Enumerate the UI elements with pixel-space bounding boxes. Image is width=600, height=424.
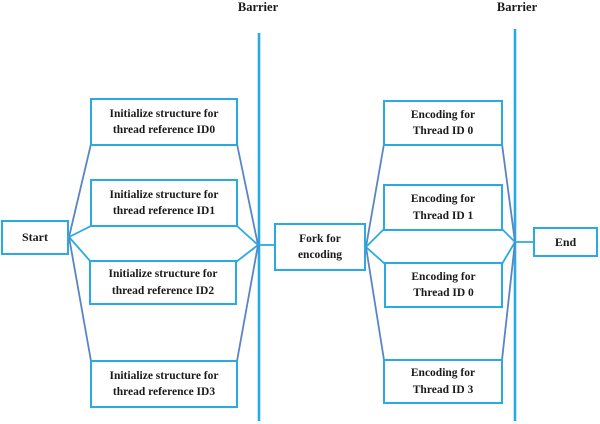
encoding-box-thread0-duplicate: Encoding for Thread ID 0 [384,262,503,308]
init-box-id1: Initialize structure for thread referenc… [90,179,238,227]
connector-init0-fork [236,143,259,246]
init-box-id2: Initialize structure for thread referenc… [89,260,237,305]
init-box-id1-line2: thread reference ID1 [112,205,216,217]
fork-node-line2: encoding [297,249,343,261]
end-node: End [533,227,598,257]
connector-fork-enc1 [365,228,385,248]
connector-enc1-end [501,228,516,243]
fork-node: Fork for encoding [274,223,366,271]
barrier-label-right: Barrier [496,0,538,14]
encoding-box-thread0-line2: Thread ID 0 [412,125,474,137]
connector-start-init1 [68,225,92,238]
connector-enc2-end [501,241,516,265]
encoding-box-thread0: Encoding for Thread ID 0 [383,100,503,146]
connector-fork-enc3 [365,246,385,361]
init-box-id2-line1: Initialize structure for [108,268,218,281]
encoding-box-thread0-duplicate-line2: Thread ID 0 [413,287,474,299]
connector-start-init3 [68,236,92,362]
init-box-id3-line2: thread reference ID3 [112,386,216,398]
start-node-label: Start [22,230,48,245]
start-node: Start [1,220,69,255]
connector-enc3-end [501,241,516,361]
connector-start-init0 [68,143,92,238]
init-box-id2-line2: thread reference ID2 [111,284,215,297]
init-box-id3: Initialize structure for thread referenc… [90,360,238,408]
connector-enc0-end [501,143,516,243]
encoding-box-thread1-line2: Thread ID 1 [412,209,474,222]
init-box-id0-line2: thread reference ID0 [112,124,216,136]
connector-init3-fork [236,244,259,362]
encoding-box-thread3-line1: Encoding for [410,367,476,380]
connector-fork-enc2 [365,246,386,265]
encoding-box-thread0-line1: Encoding for [410,108,476,121]
connector-start-init2 [68,236,92,263]
encoding-box-thread0-duplicate-line1: Encoding for [411,270,476,283]
connector-init1-fork [236,225,259,246]
connector-init2-fork [235,244,259,263]
init-box-id1-line1: Initialize structure for [109,188,219,201]
init-box-id3-line1: Initialize structure for [109,369,219,382]
encoding-box-thread1: Encoding for Thread ID 1 [383,184,503,231]
encoding-box-thread1-line1: Encoding for [410,193,476,206]
encoding-box-thread3-line2: Thread ID 3 [412,383,474,396]
encoding-box-thread3: Encoding for Thread ID 3 [383,359,503,404]
fork-node-line1: Fork for [299,232,341,245]
init-box-id0: Initialize structure for thread referenc… [90,98,238,146]
init-box-id0-line1: Initialize structure for [109,107,219,120]
end-node-label: End [554,234,577,249]
connector-fork-enc0 [365,143,385,248]
barrier-label-left: Barrier [237,0,279,14]
